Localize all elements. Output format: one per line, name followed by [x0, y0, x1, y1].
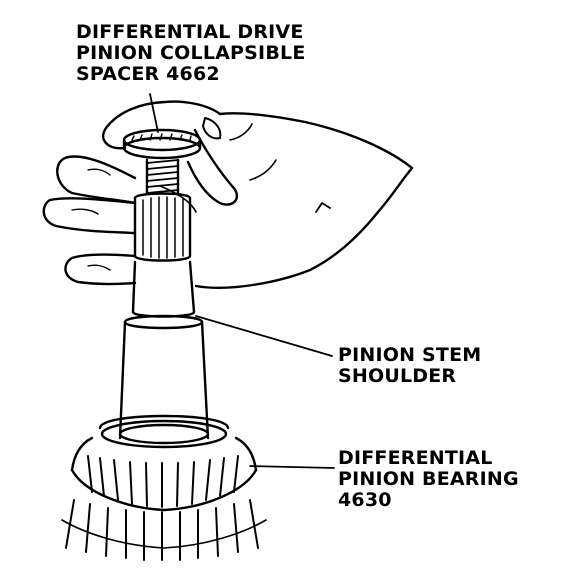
leader-line-stem [195, 315, 333, 357]
label-line: DIFFERENTIAL [338, 447, 493, 469]
leader-lines [149, 93, 335, 469]
leader-line-bearing [249, 465, 335, 469]
hand-drawing [42, 100, 414, 289]
label-line: SPACER 4662 [76, 63, 220, 85]
pinion-thread [145, 158, 180, 196]
collapsible-spacer [122, 128, 202, 160]
label-collapsible-spacer: DIFFERENTIAL DRIVE PINION COLLAPSIBLE SP… [76, 22, 306, 85]
label-line: PINION COLLAPSIBLE [76, 42, 306, 64]
leader-line-spacer [149, 93, 159, 133]
label-line: DIFFERENTIAL DRIVE [76, 21, 304, 43]
label-line: PINION STEM [338, 344, 482, 366]
label-line: 4630 [338, 489, 392, 511]
label-pinion-bearing: DIFFERENTIAL PINION BEARING 4630 [338, 448, 519, 511]
bearing-drawing [61, 414, 267, 561]
pinion-upper-shaft [131, 260, 196, 318]
label-pinion-stem-shoulder: PINION STEM SHOULDER [338, 345, 481, 387]
pinion-stem-shoulder [123, 314, 204, 330]
pinion-splines [133, 192, 192, 262]
label-line: SHOULDER [338, 365, 457, 387]
label-line: PINION BEARING [338, 468, 519, 490]
